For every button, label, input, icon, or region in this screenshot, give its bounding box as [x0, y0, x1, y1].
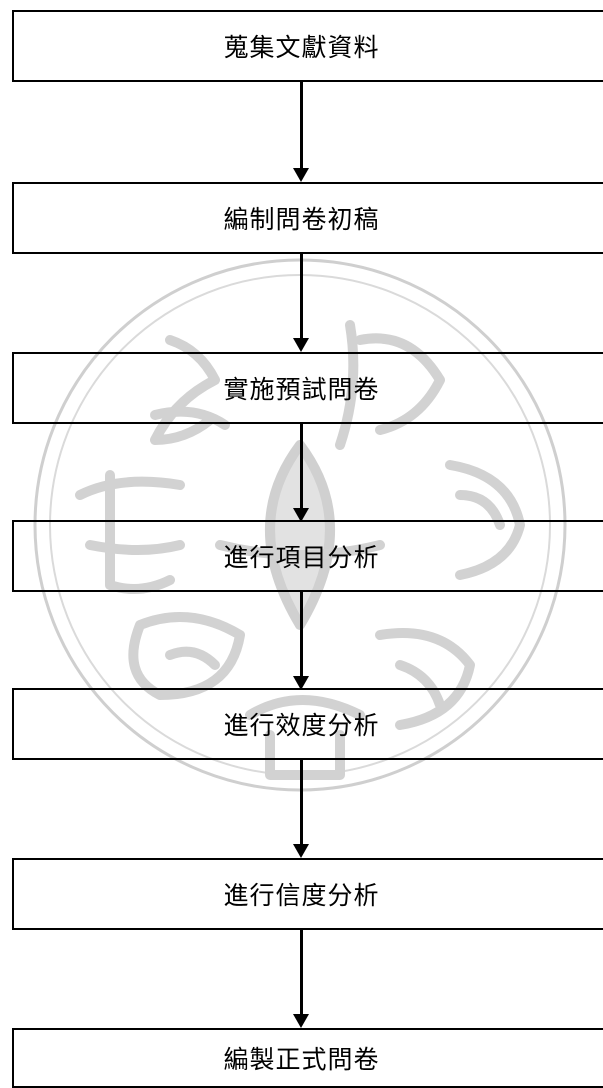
step-label-6: 進行信度分析 [223, 881, 380, 910]
connector-5-6 [300, 760, 303, 846]
step-box-2: 編制問卷初稿 [12, 182, 603, 254]
arrow-down-icon [293, 676, 309, 690]
step-box-5: 進行效度分析 [12, 688, 603, 760]
arrow-down-icon [293, 1014, 309, 1028]
step-label-2: 編制問卷初稿 [223, 205, 380, 234]
step-box-7: 編製正式問卷 [12, 1028, 603, 1088]
arrow-down-icon [293, 338, 309, 352]
step-label-3: 實施預試問卷 [223, 375, 380, 404]
step-label-7: 編製正式問卷 [223, 1045, 380, 1074]
step-label-4: 進行項目分析 [223, 543, 380, 572]
arrow-down-icon [293, 508, 309, 522]
step-box-6: 進行信度分析 [12, 858, 603, 930]
step-box-1: 蒐集文獻資料 [12, 10, 603, 82]
connector-2-3 [300, 254, 303, 340]
connector-6-7 [300, 930, 303, 1016]
connector-3-4 [300, 424, 303, 510]
arrow-down-icon [293, 168, 309, 182]
connector-4-5 [300, 592, 303, 678]
step-label-5: 進行效度分析 [223, 711, 380, 740]
step-box-3: 實施預試問卷 [12, 352, 603, 424]
arrow-down-icon [293, 844, 309, 858]
connector-1-2 [300, 82, 303, 168]
step-label-1: 蒐集文獻資料 [223, 33, 380, 62]
step-box-4: 進行項目分析 [12, 520, 603, 592]
